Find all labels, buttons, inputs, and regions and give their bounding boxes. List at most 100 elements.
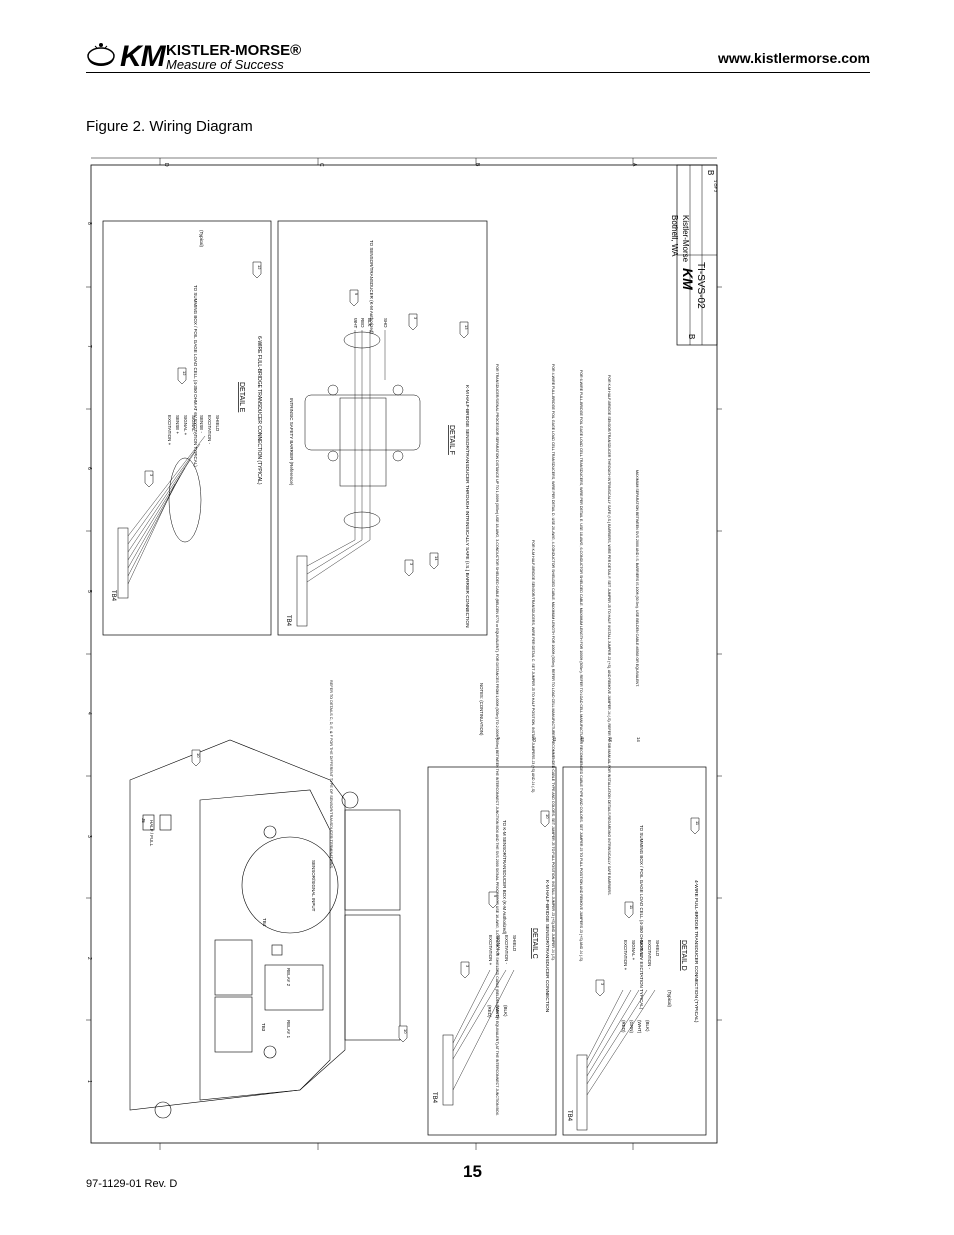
detail-d-flag-11a: 11 — [629, 905, 634, 910]
detail-c-wire-4: SHIELD — [512, 935, 517, 952]
main-relay2: RELAY 2 — [286, 968, 291, 987]
detail-e-block: TB4 — [110, 590, 116, 602]
detail-f-caption: K-M HALF-BRIDGE SENSOR/TRANSDUCER THROUG… — [464, 385, 470, 628]
border-letter-c: C — [318, 163, 324, 167]
detail-d-color-red: (RED) — [621, 1020, 626, 1033]
border-letter-d: D — [163, 163, 169, 167]
detail-d-panel: TB4 (RED) (GRN) (WHT) (BLK) (Typical) EX… — [562, 766, 707, 1136]
detail-c-wire-1: EXCITATION + — [488, 935, 493, 966]
main-flag-10a: 10 — [196, 753, 201, 758]
detail-f-barrier: INTRINSIC SAFETY BARRIER (Reference) — [289, 398, 294, 486]
detail-c-panel: TB4 (RED) (WHT) (BLK) EXCITATION + SIGNA… — [427, 766, 557, 1136]
detail-e-title: DETAIL E — [238, 382, 245, 413]
note-9-num: 9 — [496, 737, 501, 740]
title-block-rev: B — [706, 170, 715, 175]
detail-e-wire-6: EXCITATION - — [207, 415, 212, 445]
detail-c-block: TB4 — [431, 1092, 437, 1104]
main-relay1: RELAY 1 — [286, 1020, 291, 1039]
detail-f-flag-3b: 3 — [409, 563, 414, 566]
detail-e-callout: TO SUMMING BOX / FOIL GAGE LOAD CELL (4-… — [193, 285, 198, 467]
detail-e-flag-12b: 12 — [257, 265, 262, 270]
title-block-company: Kistler-Morse — [681, 215, 690, 263]
detail-d-caption: 4-WIRE FULL-BRIDGE TRANSDUCER CONNECTION… — [693, 880, 699, 1023]
border-num-6: 6 — [86, 467, 92, 470]
border-letter-a: A — [631, 163, 637, 167]
border-num-3: 3 — [86, 835, 92, 838]
detail-d-title: DETAIL D — [680, 940, 687, 971]
detail-e-panel: TB4 EXCITATION + SENSE + SIGNAL + SIGNAL… — [102, 220, 272, 636]
detail-d-block: TB4 — [566, 1110, 572, 1122]
border-letter-b: B — [474, 163, 480, 167]
border-num-1: 1 — [86, 1080, 92, 1083]
detail-e-flag-3: 3 — [149, 474, 154, 477]
brand-name: KISTLER-MORSE® — [166, 42, 302, 59]
detail-f-flag-3a: 3 — [413, 317, 418, 320]
title-block-location: Bothell, WA — [670, 215, 679, 257]
logo-mark: KM — [120, 40, 166, 73]
detail-f-wire-wht: WHT — [353, 318, 358, 328]
detail-d-color-grn: (GRN) — [629, 1020, 634, 1033]
detail-e-wire-7: SHIELD — [215, 415, 220, 432]
detail-e-wire-2: SENSE + — [175, 415, 180, 435]
border-num-8: 8 — [86, 222, 92, 225]
document-number: 97-1129-01 Rev. D — [86, 1178, 178, 1190]
detail-f-wire-red: RED — [360, 318, 365, 328]
note-11-text: FOR 4-WIRE FULL-BRIDGE FOIL GAGE LOAD CE… — [551, 364, 555, 961]
note-11-num: 11 — [552, 737, 557, 742]
detail-d-wire-5: SHIELD — [655, 940, 660, 957]
brand-tagline: Measure of Success — [166, 57, 284, 72]
title-block-size: B — [687, 334, 696, 339]
title-block-sheet: 1 OF 2 — [713, 180, 718, 193]
website-link[interactable]: www.kistlermorse.com — [718, 50, 870, 66]
main-jumper-j5: J5 — [141, 818, 146, 823]
detail-f-flag-9: 9 — [354, 293, 359, 296]
km-disc-icon — [87, 43, 115, 66]
detail-c-wire-2: SIGNAL + — [496, 935, 501, 956]
kistler-morse-logo: KM KISTLER-MORSE® Measure of Success — [86, 40, 386, 74]
detail-e-wire-4: SIGNAL - — [191, 415, 196, 435]
detail-d-wire-1: EXCITATION + — [623, 940, 628, 971]
notes: NOTES: (CONTINUATION) 9 FOR TRANSDUCER/S… — [479, 364, 641, 1116]
detail-c-flag-3: 3 — [465, 965, 470, 968]
note-14-num: 14 — [636, 737, 641, 742]
detail-c-wire-3: EXCITATION - — [504, 935, 509, 965]
title-block: Kistler-Morse Bothell, WA TI-SVS-02 B B … — [670, 164, 718, 346]
note-13-num: 13 — [608, 737, 613, 742]
note-14-text: MAXIMUM SEPARATION BETWEEN SVS 2000 AND … — [635, 470, 639, 687]
main-board — [129, 739, 401, 1119]
note-12-text: FOR 6-WIRE FULL-BRIDGE FOIL GAGE LOAD CE… — [579, 370, 583, 962]
border-num-7: 7 — [86, 345, 92, 348]
detail-d-wire-3: SIGNAL - — [639, 940, 644, 960]
note-9-text: FOR TRANSDUCER/SIGNAL PROCESSOR SEPARATI… — [495, 364, 499, 1116]
detail-c-caption: K-M HALF-BRIDGE SENSOR/TRANSDUCER CONNEC… — [544, 880, 550, 1013]
detail-c-color-blk: (BLK) — [503, 1005, 508, 1017]
detail-f-block: TB4 — [285, 615, 291, 627]
detail-e-flag-12: 12 — [182, 371, 187, 376]
title-block-drawing-number: TI-SVS-02 — [695, 262, 706, 309]
detail-c-flag-9: 9 — [493, 895, 498, 898]
detail-c-sensor: TO K-M SENSOR/TRANSDUCER BOX (K-M Author… — [502, 820, 507, 935]
title-block-km: KM — [680, 268, 696, 290]
note-10-text: FOR K-M HALF-BRIDGE SENSOR/TRANSDUCERS, … — [531, 540, 535, 793]
main-refer-note: REFER TO DETAILS C, D, E, & F FOR THE DI… — [329, 680, 333, 869]
detail-d-wire-4: EXCITATION - — [647, 940, 652, 970]
detail-f-title: DETAIL F — [448, 425, 455, 455]
detail-d-flag-11b: 11 — [695, 821, 700, 826]
main-half-full: HALF / FULL — [149, 820, 154, 847]
detail-c-color-red: (RED) — [487, 1005, 492, 1018]
main-tb3: TB3 — [261, 1023, 266, 1032]
border-num-5: 5 — [86, 590, 92, 593]
detail-e-wire-3: SIGNAL + — [183, 415, 188, 436]
page-number: 15 — [463, 1162, 482, 1181]
border-num-4: 4 — [86, 712, 92, 715]
detail-d-typical: (Typical) — [667, 990, 672, 1008]
note-10-num: 10 — [532, 737, 537, 742]
note-13-text: FOR K-M HALF-BRIDGE SENSOR/TRANSDUCER TH… — [607, 375, 611, 895]
detail-e-caption: 6-WIRE FULL-BRIDGE TRANSDUCER CONNECTION… — [256, 336, 262, 485]
figure-title: Figure 2. Wiring Diagram — [86, 118, 253, 135]
detail-d-wire-2: SIGNAL + — [631, 940, 636, 961]
detail-c-flag-10: 10 — [545, 814, 550, 819]
main-flag-10b: 10 — [403, 1029, 408, 1034]
detail-f-panel: TB4 INTRINSIC SAFETY BARRIER (Reference)… — [277, 220, 488, 636]
